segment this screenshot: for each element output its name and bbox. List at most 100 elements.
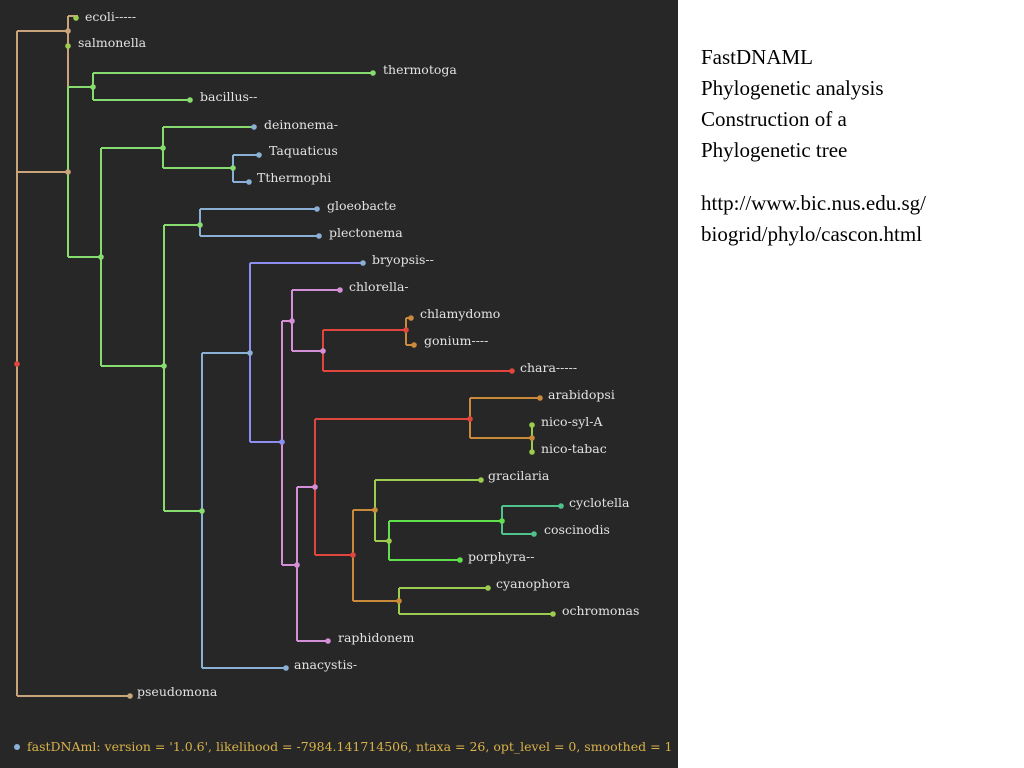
phylogenetic-tree: ecoli----- salmonella thermotoga bacillu…	[14, 9, 672, 754]
leaf-porphyra	[457, 557, 463, 563]
taxon-label-deinonema: deinonema-	[264, 117, 338, 132]
node	[98, 254, 104, 260]
leaf-coscinodis	[531, 531, 537, 537]
taxon-label-arabidopsi: arabidopsi	[548, 387, 615, 402]
taxon-label-porphyra: porphyra--	[468, 549, 535, 564]
leaf-taquaticus	[256, 152, 262, 158]
node	[350, 552, 356, 558]
slide-line-title: FastDNAML	[701, 45, 814, 69]
node	[160, 145, 166, 151]
node	[289, 318, 295, 324]
taxon-label-anacystis: anacystis-	[294, 657, 357, 672]
taxon-label-pseudomona: pseudomona	[137, 684, 218, 699]
slide-text: FastDNAML Phylogenetic analysis Construc…	[701, 42, 1011, 250]
leaf-salmonella	[65, 43, 71, 49]
main-green-branch	[67, 86, 101, 258]
status-bullet	[14, 744, 20, 750]
leaf-deinonema	[251, 124, 257, 130]
node	[312, 484, 318, 490]
taxon-label-thermotoga: thermotoga	[383, 62, 457, 77]
node	[230, 165, 236, 171]
leaf-thermotoga	[370, 70, 376, 76]
node	[294, 562, 300, 568]
node	[197, 222, 203, 228]
taxon-label-gonium: gonium----	[424, 333, 488, 348]
taxon-label-bacillus: bacillus--	[200, 89, 257, 104]
leaf-nico-syl-a	[529, 422, 535, 428]
root-branch	[16, 30, 130, 697]
anacystis-branch	[201, 352, 286, 669]
deinonema-branch	[162, 126, 254, 169]
slide-line-tree: Phylogenetic tree	[701, 138, 848, 162]
taxon-label-ecoli: ecoli-----	[85, 9, 136, 24]
taxon-label-chlorella: chlorella-	[349, 279, 409, 294]
source-url-line-2: biogrid/phylo/cascon.html	[701, 222, 923, 246]
node	[65, 28, 71, 34]
taxon-label-plectonema: plectonema	[329, 225, 403, 240]
node	[372, 507, 378, 513]
node	[247, 350, 253, 356]
taxon-label-cyclotella: cyclotella	[569, 495, 630, 510]
taxon-label-chara: chara-----	[520, 360, 577, 375]
node	[90, 84, 96, 90]
root-node	[14, 361, 20, 367]
leaf-arabidopsi	[537, 395, 543, 401]
taxon-label-coscinodis: coscinodis	[544, 522, 610, 537]
tree-panel: ecoli----- salmonella thermotoga bacillu…	[0, 0, 678, 768]
taxon-label-tthermophi: Tthermophi	[257, 170, 331, 185]
slide-line-construction: Construction of a	[701, 107, 847, 131]
chlorella-branch	[291, 289, 340, 352]
red-algae-branch	[314, 418, 470, 556]
raphidonem-branch	[296, 486, 328, 642]
taxon-label-nico-syl-a: nico-syl-A	[541, 414, 603, 429]
plant-stem-branch	[163, 224, 202, 512]
node	[320, 348, 326, 354]
thermus-branch	[232, 154, 259, 183]
leaf-gloeobacte	[314, 206, 320, 212]
node	[403, 327, 409, 333]
leaf-pseudomona	[127, 693, 133, 699]
taxon-label-ochromonas: ochromonas	[562, 603, 639, 618]
node	[199, 508, 205, 514]
leaf-ecoli	[73, 15, 79, 21]
leaf-gonium	[411, 342, 417, 348]
leaf-cyanophora	[485, 585, 491, 591]
leaf-bryopsis	[360, 260, 366, 266]
leaf-chara	[509, 368, 515, 374]
status-line: fastDNAml: version = '1.0.6', likelihood…	[27, 739, 672, 754]
leaf-anacystis	[283, 665, 289, 671]
leaf-gracilaria	[478, 477, 484, 483]
node	[467, 416, 473, 422]
leaf-tthermophi	[246, 179, 252, 185]
leaf-nico-tabac	[529, 449, 535, 455]
leaf-cyclotella	[558, 503, 564, 509]
node	[386, 538, 392, 544]
taxon-label-gloeobacte: gloeobacte	[327, 198, 396, 213]
leaf-chlorella	[337, 287, 343, 293]
arabidopsi-branch	[469, 397, 540, 439]
node	[396, 598, 402, 604]
taxon-label-cyanophora: cyanophora	[496, 576, 571, 591]
leaf-chlamydomo	[408, 315, 414, 321]
deinococcus-clade-branch	[100, 147, 164, 367]
leaf-raphidonem	[325, 638, 331, 644]
cyano-branch	[199, 208, 319, 237]
taxon-label-taquaticus: Taquaticus	[269, 143, 338, 158]
cyanophora-branch	[398, 587, 553, 615]
slide-line-subtitle: Phylogenetic analysis	[701, 76, 884, 100]
source-url-line-1: http://www.bic.nus.edu.sg/	[701, 191, 926, 215]
taxon-label-chlamydomo: chlamydomo	[420, 306, 500, 321]
node	[529, 435, 535, 441]
node	[161, 363, 167, 369]
gracilaria-branch	[374, 479, 481, 542]
node	[279, 439, 285, 445]
taxon-label-nico-tabac: nico-tabac	[541, 441, 607, 456]
leaf-bacillus	[187, 97, 193, 103]
node	[499, 518, 505, 524]
leaf-ochromonas	[550, 611, 556, 617]
taxon-label-gracilaria: gracilaria	[488, 468, 550, 483]
taxon-label-salmonella: salmonella	[78, 35, 147, 50]
taxon-label-bryopsis: bryopsis--	[372, 252, 434, 267]
leaf-plectonema	[316, 233, 322, 239]
node	[65, 169, 71, 175]
